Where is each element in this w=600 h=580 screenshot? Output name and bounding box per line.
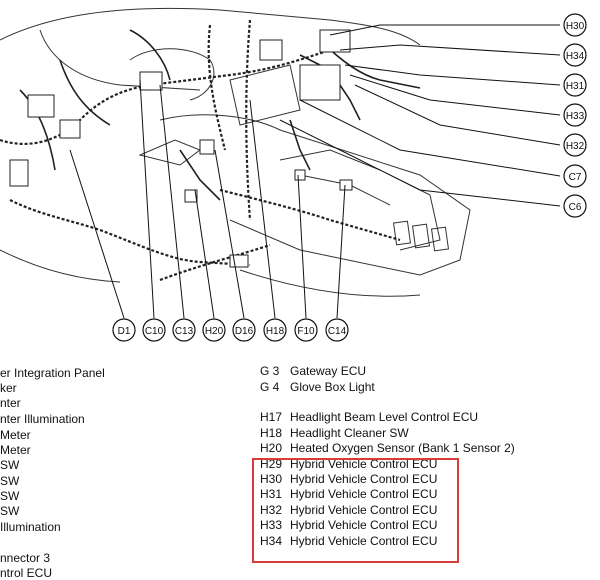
svg-text:H33: H33 xyxy=(566,111,585,122)
connector-parts xyxy=(9,29,353,268)
legend-left-item: nter Illumination xyxy=(0,412,85,426)
callout-h32: H32 xyxy=(563,133,587,157)
legend-name: Hybrid Vehicle Control ECU xyxy=(290,487,438,501)
legend-name: Hybrid Vehicle Control ECU xyxy=(290,457,438,471)
callout-c6: C6 xyxy=(563,194,587,218)
legend-name: Hybrid Vehicle Control ECU xyxy=(290,534,438,548)
callout-c10: C10 xyxy=(142,318,166,342)
legend-code: G 3 xyxy=(260,364,280,378)
highlight-annotation-box xyxy=(252,458,459,563)
callout-h18: H18 xyxy=(263,318,287,342)
legend-code: H30 xyxy=(260,472,283,486)
legend-item-h31: H31 Hybrid Vehicle Control ECU xyxy=(260,487,437,501)
legend-code: H17 xyxy=(260,410,283,424)
svg-text:H30: H30 xyxy=(566,21,585,32)
svg-text:H18: H18 xyxy=(266,326,285,337)
legend-left-item: Meter xyxy=(0,428,31,442)
legend-item-h34: H34 Hybrid Vehicle Control ECU xyxy=(260,534,437,548)
svg-text:C10: C10 xyxy=(145,326,164,337)
legend-name: Hybrid Vehicle Control ECU xyxy=(290,472,438,486)
legend-code: G 4 xyxy=(260,380,280,394)
legend-name: Headlight Beam Level Control ECU xyxy=(290,410,479,424)
legend-left-item: Meter xyxy=(0,443,31,457)
legend-item-h17: H17 Headlight Beam Level Control ECU xyxy=(260,410,478,424)
svg-text:D1: D1 xyxy=(118,326,131,337)
callout-h33: H33 xyxy=(563,103,587,127)
svg-text:C7: C7 xyxy=(569,172,582,183)
legend-left-item: Illumination xyxy=(0,520,61,534)
callout-h34: H34 xyxy=(563,43,587,67)
legend-item-h33: H33 Hybrid Vehicle Control ECU xyxy=(260,518,437,532)
legend-item-g4: G 4 Glove Box Light xyxy=(260,380,375,394)
legend-item-h29: H29 Hybrid Vehicle Control ECU xyxy=(260,457,437,471)
legend-name: Headlight Cleaner SW xyxy=(290,426,409,440)
svg-text:D16: D16 xyxy=(235,326,254,337)
leader-lines xyxy=(69,24,561,319)
svg-text:H20: H20 xyxy=(205,326,224,337)
legend-left-item: nter xyxy=(0,396,21,410)
callout-c14: C14 xyxy=(325,318,349,342)
svg-text:C6: C6 xyxy=(569,202,582,213)
svg-text:H34: H34 xyxy=(566,51,585,62)
legend-code: H32 xyxy=(260,503,283,517)
callout-d16: D16 xyxy=(232,318,256,342)
legend-left-item: nnector 3 xyxy=(0,551,51,565)
legend-name: Gateway ECU xyxy=(290,364,367,378)
legend-name: Glove Box Light xyxy=(290,380,375,394)
callout-h31: H31 xyxy=(563,73,587,97)
callout-h30: H30 xyxy=(563,13,587,37)
legend-name: Heated Oxygen Sensor (Bank 1 Sensor 2) xyxy=(290,441,515,455)
svg-text:C14: C14 xyxy=(328,326,347,337)
legend-code: H18 xyxy=(260,426,283,440)
callout-d1: D1 xyxy=(112,318,136,342)
wiring-harness-diagram: H30 H34 H31 H33 H32 C7 C6 D1 C10 C13 H20… xyxy=(0,7,587,342)
legend-left-item: er Integration Panel xyxy=(0,366,105,380)
legend-code: H29 xyxy=(260,457,283,471)
svg-text:H32: H32 xyxy=(566,141,585,152)
legend-code: H20 xyxy=(260,441,283,455)
callout-h20: H20 xyxy=(202,318,226,342)
legend-name: Hybrid Vehicle Control ECU xyxy=(290,518,438,532)
legend-left-item: SW xyxy=(0,458,20,472)
callout-c7: C7 xyxy=(563,164,587,188)
legend-left-item: ker xyxy=(0,381,17,395)
legend-item-h30: H30 Hybrid Vehicle Control ECU xyxy=(260,472,437,486)
svg-text:H31: H31 xyxy=(566,81,585,92)
legend-item-h20: H20 Heated Oxygen Sensor (Bank 1 Sensor 2… xyxy=(260,441,515,455)
legend-item-h32: H32 Hybrid Vehicle Control ECU xyxy=(260,503,437,517)
legend-code: H31 xyxy=(260,487,283,501)
legend-name: Hybrid Vehicle Control ECU xyxy=(290,503,438,517)
legend-item-g3: G 3 Gateway ECU xyxy=(260,364,366,378)
callout-c13: C13 xyxy=(172,318,196,342)
legend-code: H33 xyxy=(260,518,283,532)
legend-code: H34 xyxy=(260,534,283,548)
svg-text:F10: F10 xyxy=(297,326,315,337)
legend-left-item: SW xyxy=(0,504,20,518)
svg-text:C13: C13 xyxy=(175,326,194,337)
legend-left-item: SW xyxy=(0,489,20,503)
legend-left-item: SW xyxy=(0,474,20,488)
callout-f10: F10 xyxy=(294,318,318,342)
legend-left-item: ntrol ECU xyxy=(0,566,53,580)
legend-item-h18: H18 Headlight Cleaner SW xyxy=(260,426,409,440)
